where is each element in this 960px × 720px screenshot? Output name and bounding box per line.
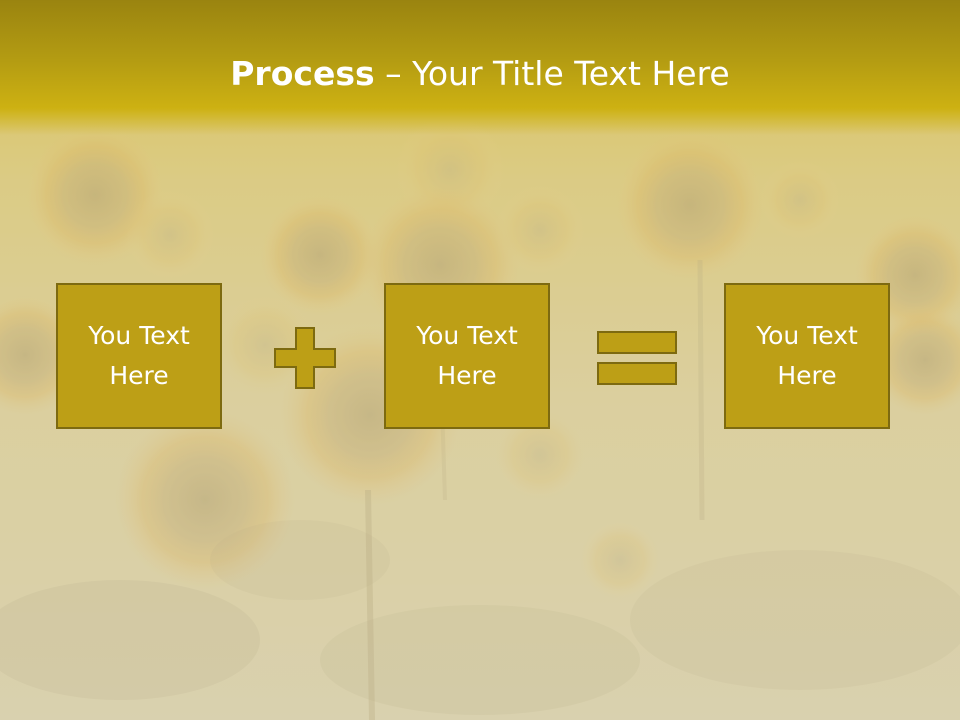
title-bold: Process [230,54,375,93]
title-rest: – Your Title Text Here [374,54,730,93]
equals-icon [597,331,677,385]
process-box-3-text: You Text Here [756,321,858,390]
slide-title: Process – Your Title Text Here [0,52,960,96]
process-box-1-text: You Text Here [88,321,190,390]
plus-icon [274,327,336,389]
process-box-3[interactable]: You Text Here [724,283,890,429]
title-band [0,0,960,135]
process-box-1[interactable]: You Text Here [56,283,222,429]
process-box-2[interactable]: You Text Here [384,283,550,429]
process-box-2-text: You Text Here [416,321,518,390]
